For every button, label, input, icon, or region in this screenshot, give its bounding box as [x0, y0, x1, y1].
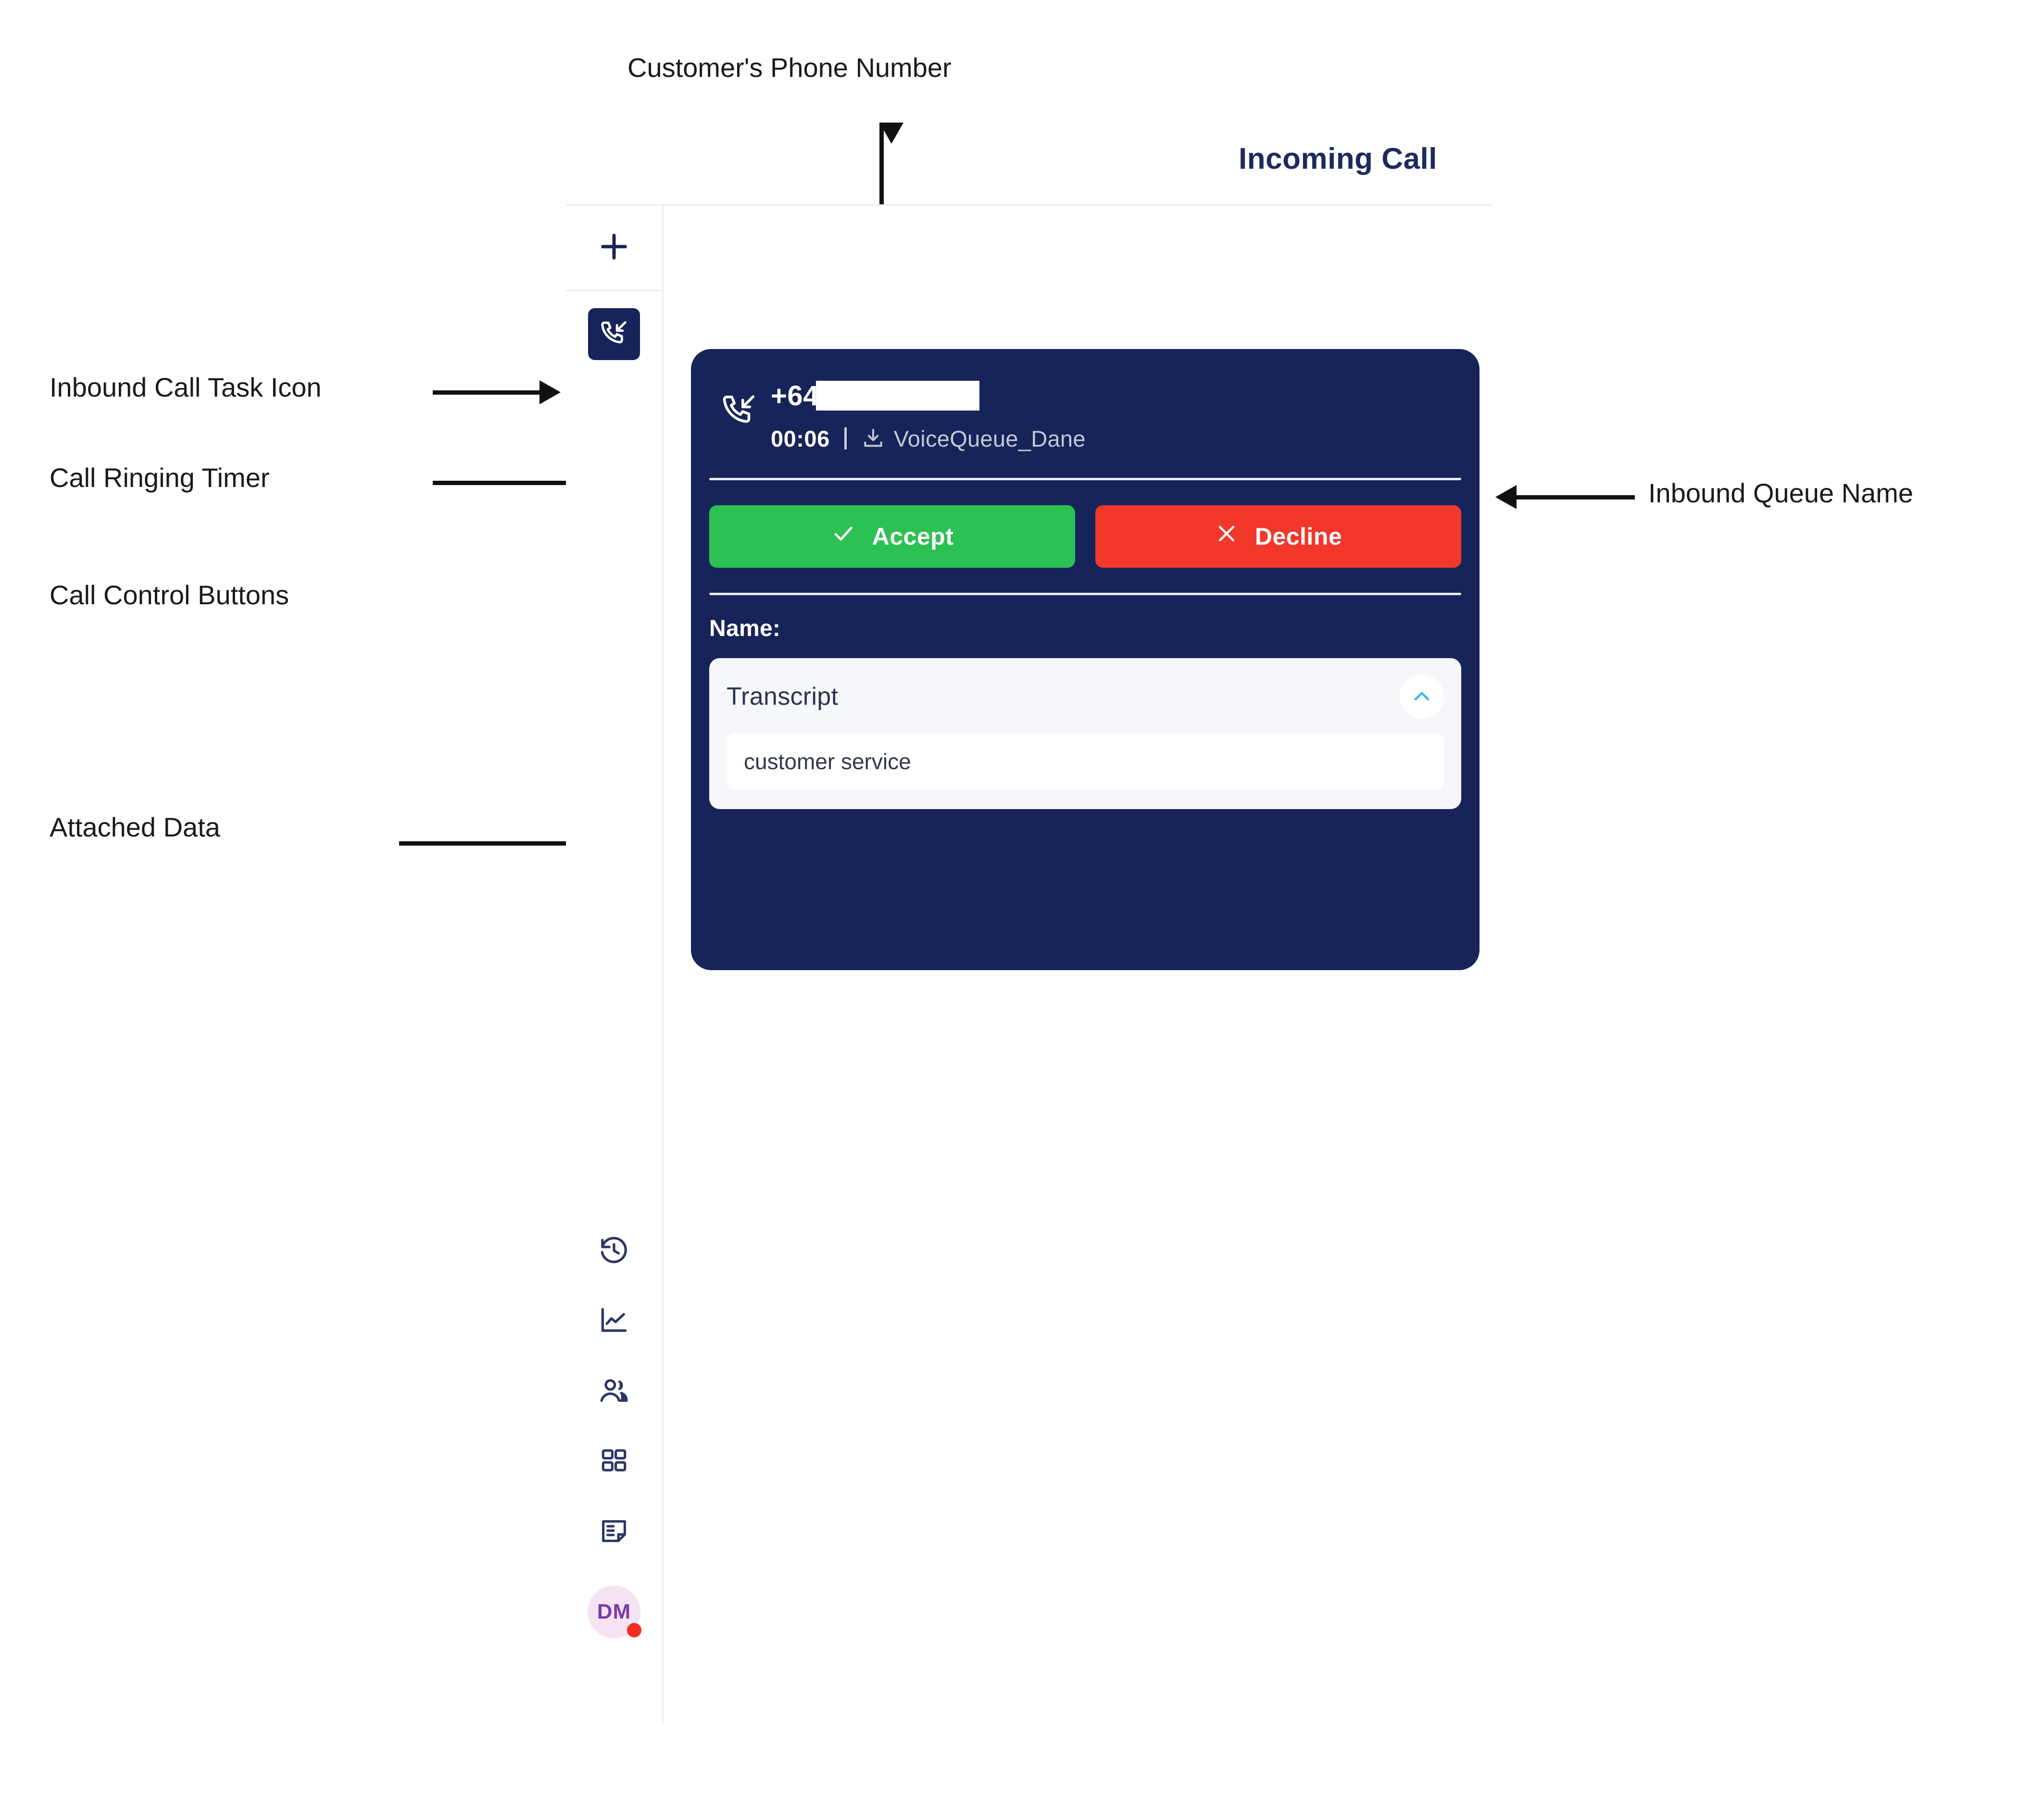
sidebar-item-apps[interactable] — [580, 1427, 648, 1497]
annotation-label-queue-name: Inbound Queue Name — [1648, 478, 1914, 508]
new-task-button[interactable] — [566, 206, 662, 291]
download-icon — [861, 426, 885, 450]
annotation-label-call-controls: Call Control Buttons — [50, 580, 289, 610]
plus-icon — [597, 230, 631, 266]
transcript-panel: Transcript customer service — [709, 658, 1461, 809]
agent-desktop-window: DM +64 — [566, 204, 1492, 1722]
sidebar-nav: DM — [580, 1216, 648, 1722]
sidebar-item-history[interactable] — [580, 1216, 648, 1286]
chevron-up-icon — [1410, 685, 1433, 709]
inbound-call-icon — [599, 318, 629, 350]
contacts-icon — [598, 1375, 630, 1409]
meta-separator — [844, 427, 847, 449]
card-divider-top — [709, 478, 1461, 480]
annotation-label-attached-data: Attached Data — [50, 812, 220, 842]
avatar[interactable]: DM — [588, 1585, 641, 1638]
close-icon — [1215, 522, 1239, 551]
line-chart-icon — [598, 1305, 630, 1339]
customer-phone-number: +64 — [771, 380, 819, 412]
accept-button-label: Accept — [872, 523, 954, 550]
annotation-label-phone-number: Customer's Phone Number — [627, 52, 952, 83]
phone-number-row: +64 — [771, 379, 1480, 412]
incoming-call-card: +64 00:06 VoiceQueue_Dane — [691, 349, 1480, 970]
sidebar-item-notes[interactable] — [580, 1497, 648, 1567]
apps-grid-icon — [599, 1446, 629, 1478]
notes-icon — [599, 1516, 629, 1549]
sidebar-item-contacts[interactable] — [580, 1357, 648, 1427]
transcript-value: customer service — [727, 733, 1444, 790]
call-meta-row: 00:06 VoiceQueue_Dane — [771, 424, 1480, 453]
phone-number-redaction — [815, 381, 979, 411]
transcript-header: Transcript — [727, 674, 1444, 719]
call-ringing-timer: 00:06 — [771, 425, 830, 451]
call-card-header: +64 00:06 VoiceQueue_Dane — [691, 349, 1480, 453]
sidebar-item-inbound-call-task[interactable] — [588, 308, 640, 360]
attached-data-name-label: Name: — [709, 616, 781, 641]
transcript-title: Transcript — [727, 683, 839, 711]
check-icon — [831, 521, 856, 552]
call-card-header-text: +64 00:06 VoiceQueue_Dane — [768, 379, 1480, 453]
inbound-call-icon — [720, 391, 758, 431]
sidebar-item-analytics[interactable] — [580, 1286, 648, 1357]
status-badge — [627, 1623, 641, 1637]
call-direction-icon-wrap — [710, 379, 768, 431]
call-control-buttons: Accept Decline — [709, 505, 1461, 568]
card-divider-bottom — [709, 593, 1461, 595]
annotation-label-task-icon: Inbound Call Task Icon — [50, 372, 322, 402]
task-sidebar: DM — [566, 206, 664, 1722]
history-icon — [598, 1235, 630, 1269]
inbound-queue-name: VoiceQueue_Dane — [893, 425, 1086, 451]
transcript-collapse-button[interactable] — [1400, 674, 1444, 719]
decline-button-label: Decline — [1254, 523, 1342, 550]
page-title: Incoming Call — [1239, 142, 1437, 175]
accept-button[interactable]: Accept — [709, 505, 1075, 568]
annotation-label-ringing-timer: Call Ringing Timer — [50, 462, 270, 493]
decline-button[interactable]: Decline — [1095, 505, 1461, 568]
